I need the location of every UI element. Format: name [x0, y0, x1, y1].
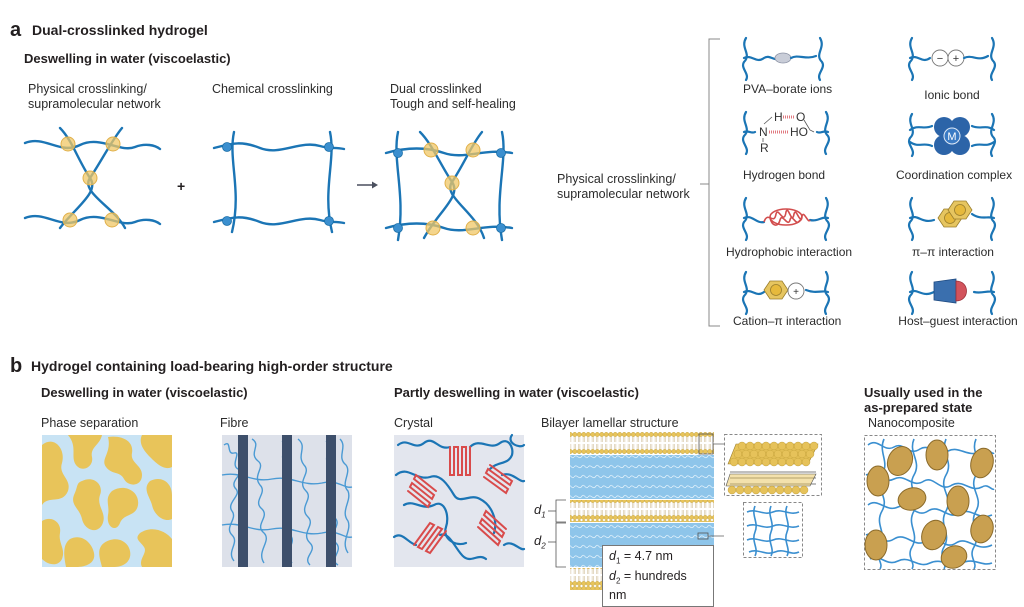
crystal-diagram	[392, 433, 526, 567]
hydrophobic-interaction-icon	[742, 196, 830, 242]
chemical-crosslink-node	[393, 148, 403, 158]
physical-crosslink-node	[465, 220, 481, 236]
chemical-crosslink-node	[496, 148, 506, 158]
hydrogen-bond-icon: N H O HO R	[742, 110, 830, 156]
physical-network-label: Physical crosslinking/ supramolecular ne…	[28, 82, 161, 112]
nanocomposite-diagram	[864, 435, 996, 570]
svg-text:N: N	[759, 125, 768, 139]
physical-network-label-line2: supramolecular network	[28, 97, 161, 111]
coordination-complex-icon: M	[908, 112, 996, 158]
host-guest-interaction-icon	[908, 270, 996, 316]
chemical-crosslink-node	[222, 216, 232, 226]
d1-label: d1	[534, 502, 546, 520]
nanocomposite-label: Nanocomposite	[868, 416, 955, 430]
lipid-bilayer	[570, 432, 714, 454]
bracket-label: Physical crosslinking/ supramolecular ne…	[557, 172, 690, 202]
svg-text:O: O	[796, 110, 805, 124]
svg-text:R: R	[760, 141, 769, 155]
physical-crosslink-node	[465, 142, 481, 158]
panel-b-title: Hydrogel containing load-bearing high-or…	[31, 358, 393, 374]
physical-crosslink-node	[444, 175, 460, 191]
lipid-bilayer	[570, 500, 714, 522]
plus-sign: +	[953, 53, 959, 65]
minus-sign: −	[937, 53, 943, 65]
phase-separation-diagram	[42, 435, 172, 567]
d2-label: d2	[534, 533, 546, 551]
chemical-crosslink-node	[324, 142, 334, 152]
svg-text:H: H	[774, 110, 783, 124]
panel-a-title: Dual-crosslinked hydrogel	[32, 22, 208, 38]
panel-b-letter: b	[10, 355, 23, 377]
fibre-diagram	[221, 435, 353, 567]
svg-text:+: +	[793, 287, 799, 298]
physical-network-diagram	[23, 126, 162, 230]
bilayer-lamellar-label: Bilayer lamellar structure	[541, 416, 679, 430]
ionic-bond-icon: − +	[908, 36, 996, 82]
chemical-crosslink-node	[393, 223, 403, 233]
fibre-label: Fibre	[220, 416, 249, 430]
hydrogen-bond-label: Hydrogen bond	[743, 168, 826, 182]
physical-crosslink-node	[60, 136, 76, 152]
chemical-network-label: Chemical crosslinking	[212, 82, 333, 96]
plus-operator: +	[177, 178, 186, 194]
hydrophobic-interaction-label: Hydrophobic interaction	[726, 245, 853, 259]
physical-crosslink-node	[423, 142, 439, 158]
dual-network-label-line1: Dual crosslinked	[390, 82, 482, 96]
svg-text:HO: HO	[790, 125, 808, 139]
as-prepared-subtitle: Usually used in the as-prepared state	[864, 385, 982, 415]
physical-crosslink-node	[425, 220, 441, 236]
chemical-crosslink-node	[222, 142, 232, 152]
legend-d2: d2 = hundreds nm	[609, 568, 687, 603]
bracket-label-line2: supramolecular network	[557, 187, 690, 201]
cation-pi-interaction-icon: +	[742, 270, 830, 316]
svg-text:M: M	[947, 131, 956, 143]
physical-crosslink-node	[82, 170, 98, 186]
bilayer-zoom-inset	[724, 434, 822, 496]
cation-pi-interaction-label: Cation–π interaction	[733, 314, 842, 328]
dual-network-diagram	[384, 130, 514, 242]
physical-network-label-line1: Physical crosslinking/	[28, 82, 147, 96]
lamellar-legend-box: d1 = 4.7 nm d2 = hundreds nm	[602, 545, 714, 607]
borate-ion-icon	[742, 36, 824, 82]
physical-crosslink-node	[105, 136, 121, 152]
panel-a-subtitle: Deswelling in water (viscoelastic)	[24, 51, 231, 66]
coordination-complex-label: Coordination complex	[896, 168, 1013, 182]
chemical-crosslink-node	[496, 223, 506, 233]
host-guest-interaction-label: Host–guest interaction	[898, 314, 1018, 328]
partly-deswelling-subtitle: Partly deswelling in water (viscoelastic…	[394, 385, 639, 400]
pi-pi-interaction-icon	[908, 196, 996, 242]
dual-network-label-line2: Tough and self-healing	[390, 97, 516, 111]
pi-pi-interaction-label: π–π interaction	[912, 245, 994, 259]
as-prepared-subtitle-line2: as-prepared state	[864, 400, 973, 415]
phase-separation-label: Phase separation	[41, 416, 139, 430]
ionic-bond-label: Ionic bond	[924, 88, 980, 102]
physical-crosslink-node	[104, 212, 120, 228]
hydrogel-layer	[570, 455, 714, 499]
dual-network-label: Dual crosslinked Tough and self-healing	[390, 82, 516, 112]
panel-a-letter: a	[10, 19, 22, 41]
deswelling-subtitle: Deswelling in water (viscoelastic)	[41, 385, 248, 400]
as-prepared-subtitle-line1: Usually used in the	[864, 385, 983, 400]
chemical-network-diagram	[212, 130, 346, 234]
chemical-crosslink-node	[324, 216, 334, 226]
physical-crosslink-node	[62, 212, 78, 228]
legend-d1: d1 = 4.7 nm	[609, 549, 673, 566]
crystal-label: Crystal	[394, 416, 433, 430]
bracket-label-line1: Physical crosslinking/	[557, 172, 676, 186]
bracket	[700, 38, 720, 327]
hydrogel-zoom-inset	[743, 502, 803, 558]
arrow-icon	[357, 181, 378, 189]
borate-ion-label: PVA–borate ions	[743, 82, 833, 96]
